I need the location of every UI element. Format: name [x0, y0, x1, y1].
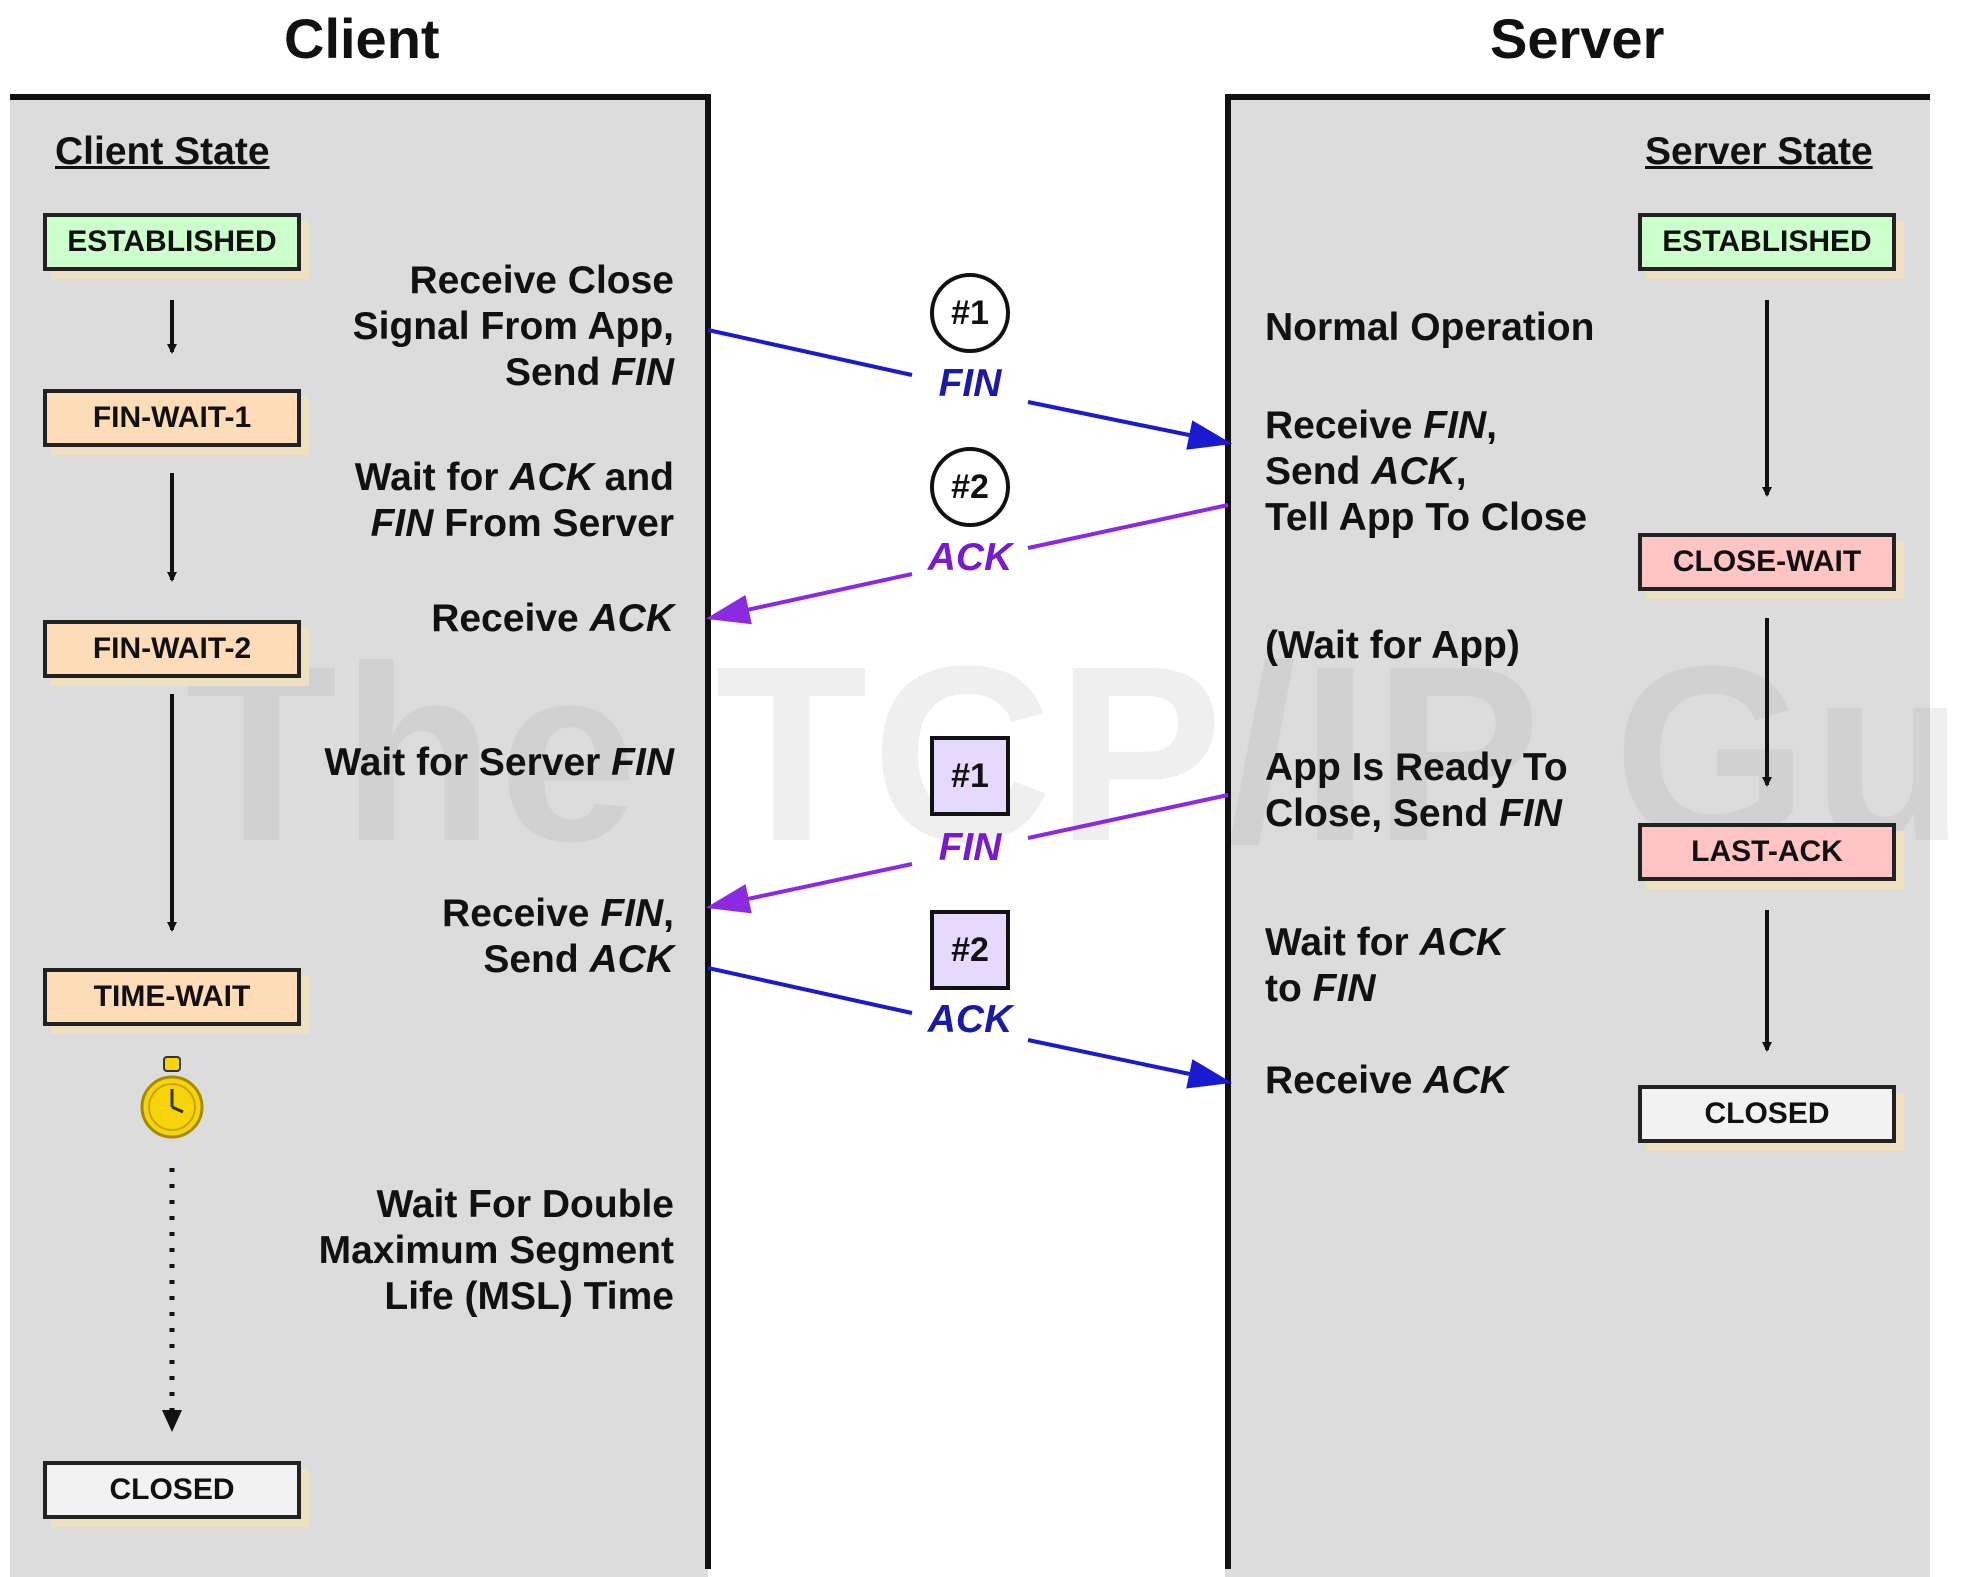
server-desc-normal: Normal Operation: [1265, 306, 1595, 349]
client-desc-wait-server-fin: Wait for Server FIN: [324, 741, 674, 784]
server-title: Server: [1490, 7, 1665, 70]
segment-arrow-fin-1-a: [707, 328, 913, 377]
server-state-last-ack: LAST-ACK: [1638, 823, 1896, 881]
client-desc-msl: Wait For Double Maximum Segment Life (MS…: [318, 1183, 674, 1318]
client-state-established: ESTABLISHED: [43, 213, 301, 271]
segment-badge-2: #2: [930, 447, 1010, 527]
server-desc-wait-app: (Wait for App): [1265, 624, 1520, 667]
server-desc-receive-fin: Receive FIN, Send ACK, Tell App To Close: [1265, 404, 1588, 539]
client-desc-receive-ack: Receive ACK: [431, 597, 674, 640]
segment-label-ack-2: ACK: [927, 998, 1013, 1041]
segment-arrow-ack-2-a: [707, 966, 913, 1015]
client-title: Client: [284, 7, 440, 70]
client-panel-border: [10, 94, 711, 1569]
client-panel: [10, 97, 708, 1577]
client-desc-receive-fin: Receive FIN, Send ACK: [442, 892, 674, 981]
client-state-closed: CLOSED: [43, 1461, 301, 1519]
server-state-established: ESTABLISHED: [1638, 213, 1896, 271]
flow-arrowhead: [162, 1410, 182, 1432]
segment-arrow-fin-2-a: [1027, 793, 1229, 840]
server-state-closed: CLOSED: [1638, 1085, 1896, 1143]
segment-badge-3: #1: [930, 736, 1010, 816]
segment-arrow-ack-1-b: [705, 572, 913, 625]
server-desc-app-ready: App Is Ready To Close, Send FIN: [1265, 746, 1568, 835]
segment-label-fin-1: FIN: [938, 362, 1002, 405]
segment-arrow-ack-1-a: [1027, 503, 1229, 550]
client-desc-close-signal: Receive Close Signal From App, Send FIN: [352, 259, 674, 394]
segment-label-fin-2: FIN: [938, 826, 1002, 869]
client-state-fin-wait-2: FIN-WAIT-2: [43, 620, 301, 678]
server-state-close-wait: CLOSE-WAIT: [1638, 533, 1896, 591]
segment-badge-4: #2: [930, 910, 1010, 990]
client-state-heading: Client State: [55, 130, 270, 173]
server-state-heading: Server State: [1645, 130, 1873, 173]
segment-badge-1: #1: [930, 273, 1010, 353]
server-desc-wait-ack: Wait for ACK to FIN: [1265, 921, 1505, 1010]
server-desc-receive-ack: Receive ACK: [1265, 1059, 1508, 1102]
client-state-time-wait: TIME-WAIT: [43, 968, 301, 1026]
segment-arrow-fin-2-b: [705, 862, 913, 914]
segment-arrow-fin-1-b: [1027, 400, 1233, 450]
segment-label-ack-1: ACK: [927, 536, 1013, 579]
stopwatch-icon: [140, 1056, 204, 1139]
segment-arrow-ack-2-b: [1027, 1038, 1233, 1089]
client-state-fin-wait-1: FIN-WAIT-1: [43, 389, 301, 447]
client-desc-wait-ack: Wait for ACK and FIN From Server: [354, 456, 674, 545]
